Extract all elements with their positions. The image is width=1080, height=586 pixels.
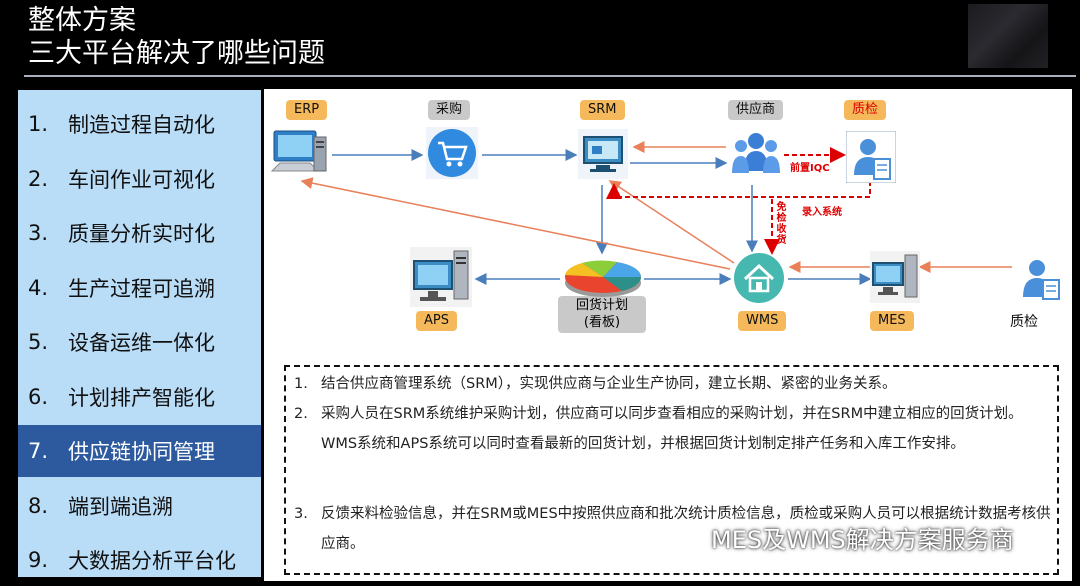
sidebar-item-number: 6.	[28, 385, 49, 409]
item-number: 2.	[294, 406, 308, 422]
erp-label: ERP	[286, 100, 328, 120]
aps-computer-icon	[410, 247, 472, 311]
blurred-logo	[968, 4, 1048, 68]
page-title: 整体方案 三大平台解决了哪些问题	[28, 4, 325, 70]
sidebar-item-label: 制造过程自动化	[68, 113, 215, 137]
sidebar-item-label: 设备运维一体化	[68, 331, 215, 355]
sidebar-item-9[interactable]: 9. 大数据分析平台化	[18, 534, 261, 586]
mes-computer-icon	[870, 251, 920, 307]
sidebar-item-number: 1.	[28, 112, 49, 136]
item-number: 1.	[294, 376, 308, 392]
pre-iqc-annotation: 前置IQC	[790, 163, 830, 174]
plan-kanban-label: 回货计划 (看板)	[558, 296, 646, 333]
item-text: 采购人员在SRM系统维护采购计划，供应商可以同步查看相应的采购计划，并在SRM中…	[321, 406, 1023, 452]
title-line-2: 三大平台解决了哪些问题	[28, 38, 325, 69]
item-text: 结合供应商管理系统（SRM），实现供应商与企业生产协同，建立长期、紧密的业务关系…	[321, 376, 897, 392]
sidebar-menu: 1. 制造过程自动化 2. 车间作业可视化 3. 质量分析实时化 4. 生产过程可追溯 5. 设备…	[18, 90, 261, 577]
supplier-label: 供应商	[728, 100, 784, 120]
item-number: 3.	[294, 506, 308, 522]
sidebar-item-1[interactable]: 1. 制造过程自动化	[18, 98, 261, 150]
sidebar-item-number: 7.	[28, 439, 49, 463]
qc-inspector-icon-top	[845, 130, 897, 187]
wechat-watermark: MES及WMS解决方案服务商	[669, 520, 1014, 555]
pie-chart-icon	[562, 253, 644, 305]
srm-screen-icon	[578, 129, 628, 183]
sidebar-item-8[interactable]: 8. 端到端追溯	[18, 480, 261, 532]
purchase-label: 采购	[428, 100, 471, 120]
title-divider	[24, 75, 1076, 77]
sidebar-item-label: 大数据分析平台化	[68, 549, 236, 573]
sidebar-item-label: 质量分析实时化	[68, 222, 215, 246]
sidebar-item-label: 端到端追溯	[68, 495, 173, 519]
erp-computer-icon	[270, 127, 330, 187]
entry-system-annotation: 录入系统	[802, 207, 842, 218]
supplier-people-icon	[730, 129, 782, 185]
wms-warehouse-icon	[732, 251, 786, 309]
wms-to-erp-feedback	[300, 177, 731, 270]
sidebar-item-number: 2.	[28, 167, 49, 191]
diagram-panel: ERP 采购 SRM 供应商 质检 APS WMS MES 质检 回货计划 (看…	[264, 89, 1072, 581]
shopping-cart-icon	[426, 127, 478, 183]
sidebar-item-2[interactable]: 2. 车间作业可视化	[18, 153, 261, 205]
description-box: 1. 结合供应商管理系统（SRM），实现供应商与企业生产协同，建立长期、紧密的业…	[284, 365, 1059, 575]
plan-label-line1: 回货计划	[575, 298, 628, 313]
item-text: 反馈来料检验信息，并在SRM或MES中按照供应商和批次统计质检信息，质检或采购人…	[321, 506, 1051, 552]
wms-label: WMS	[738, 311, 787, 331]
sidebar-item-label: 生产过程可追溯	[68, 277, 215, 301]
qc-bottom-label: 质检	[1010, 314, 1038, 330]
flow-diagram	[300, 141, 1012, 285]
sidebar-item-number: 5.	[28, 330, 49, 354]
watermark-text: MES及WMS解决方案服务商	[711, 526, 1014, 554]
wechat-icon	[669, 525, 703, 551]
plan-label-line2: (看板)	[583, 315, 621, 330]
sidebar-item-label: 车间作业可视化	[68, 168, 215, 192]
sidebar-item-number: 9.	[28, 548, 49, 572]
sidebar-item-number: 3.	[28, 221, 49, 245]
description-item-2: 2. 采购人员在SRM系统维护采购计划，供应商可以同步查看相应的采购计划，并在S…	[294, 399, 1056, 459]
aps-label: APS	[416, 311, 457, 331]
sidebar-item-3[interactable]: 3. 质量分析实时化	[18, 207, 261, 259]
qc-top-label: 质检	[844, 100, 887, 120]
sidebar-item-4[interactable]: 4. 生产过程可追溯	[18, 262, 261, 314]
sidebar-item-number: 8.	[28, 494, 49, 518]
srm-label: SRM	[580, 100, 625, 120]
description-item-1: 1. 结合供应商管理系统（SRM），实现供应商与企业生产协同，建立长期、紧密的业…	[294, 369, 1056, 399]
sidebar-item-label: 供应链协同管理	[68, 440, 215, 464]
sidebar-item-7[interactable]: 7. 供应链协同管理	[18, 425, 261, 477]
sidebar-item-6[interactable]: 6. 计划排产智能化	[18, 371, 261, 423]
description-item-3: 3. 反馈来料检验信息，并在SRM或MES中按照供应商和批次统计质检信息，质检或…	[294, 499, 1056, 559]
qc-inspector-icon-bottom	[1016, 253, 1064, 307]
wms-to-srm-feedback	[608, 180, 735, 264]
qc-to-srm-dashed	[606, 181, 871, 199]
sidebar-item-5[interactable]: 5. 设备运维一体化	[18, 316, 261, 368]
mes-label: MES	[870, 311, 914, 331]
title-line-1: 整体方案	[28, 5, 136, 36]
exempt-receiving-annotation: 免检收货	[774, 201, 785, 245]
sidebar-item-label: 计划排产智能化	[68, 386, 215, 410]
sidebar-item-number: 4.	[28, 276, 49, 300]
